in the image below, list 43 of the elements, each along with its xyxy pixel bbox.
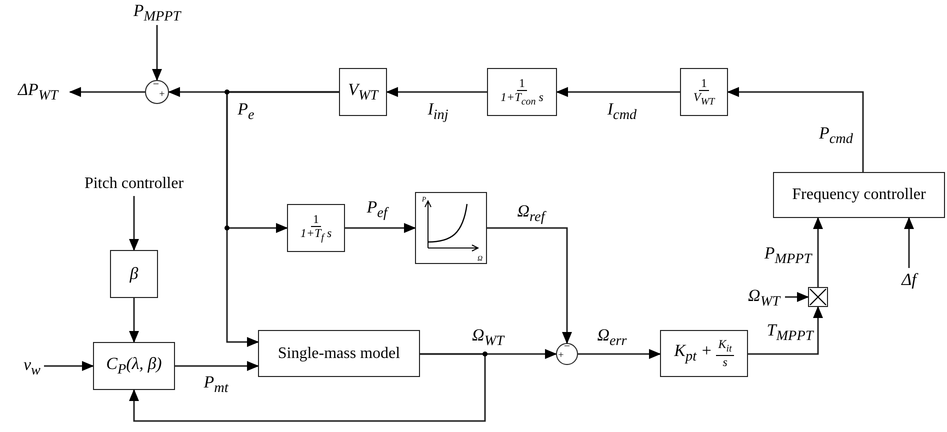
arrow (129, 298, 139, 343)
sign-label: + (159, 90, 165, 100)
transfer-function-block: 1 1+T$_{con}$ s (487, 68, 557, 116)
arrow (129, 353, 486, 422)
process-block: Frequency controller (773, 172, 945, 218)
arrow (386, 87, 487, 97)
sign-label: − (152, 80, 160, 90)
arrow (69, 87, 145, 97)
multiplier-block (808, 287, 828, 307)
arrow (813, 217, 823, 287)
signal-label: P$_{MPPT}$ (127, 1, 187, 25)
arrow (226, 91, 339, 347)
edge-label: P$_{ef}$ (366, 198, 388, 222)
block: C$_{P}$(λ, β) (93, 342, 175, 390)
summing-junction (145, 80, 169, 104)
input-label: Pitch controller (70, 172, 198, 196)
signal-label: ΔP$_{WT}$ (6, 80, 70, 104)
process-block: Single-mass model (258, 330, 420, 377)
sign-label: − (564, 342, 570, 352)
sign-label: + (558, 351, 564, 361)
signal-label: Ω$_{WT}$ (743, 286, 785, 310)
arrow (175, 361, 259, 371)
signal-label: v$_{w}$ (20, 355, 44, 379)
arrow (748, 306, 823, 355)
block: β (110, 250, 158, 298)
arrow (785, 292, 809, 302)
edge-label: Ω$_{ref}$ (517, 202, 545, 226)
summing-junction (556, 343, 578, 365)
block: V$_{WT}$ (339, 68, 387, 116)
arrow (345, 223, 416, 233)
arrow (578, 349, 661, 359)
edge-label: I$_{inj}$ (428, 100, 448, 124)
transfer-function-block: 1 1+T$_{f}$ s (287, 204, 345, 252)
arrow (727, 87, 864, 172)
arrow (556, 87, 680, 97)
arrow (904, 217, 914, 268)
arrow (487, 227, 572, 344)
arrow (129, 196, 139, 251)
arrow (152, 25, 162, 81)
power-speed-curve-block (415, 192, 487, 264)
arrow (44, 361, 94, 371)
transfer-function-block: 1 V$_{WT}$ (680, 68, 728, 116)
signal-label: Δf (896, 268, 922, 292)
